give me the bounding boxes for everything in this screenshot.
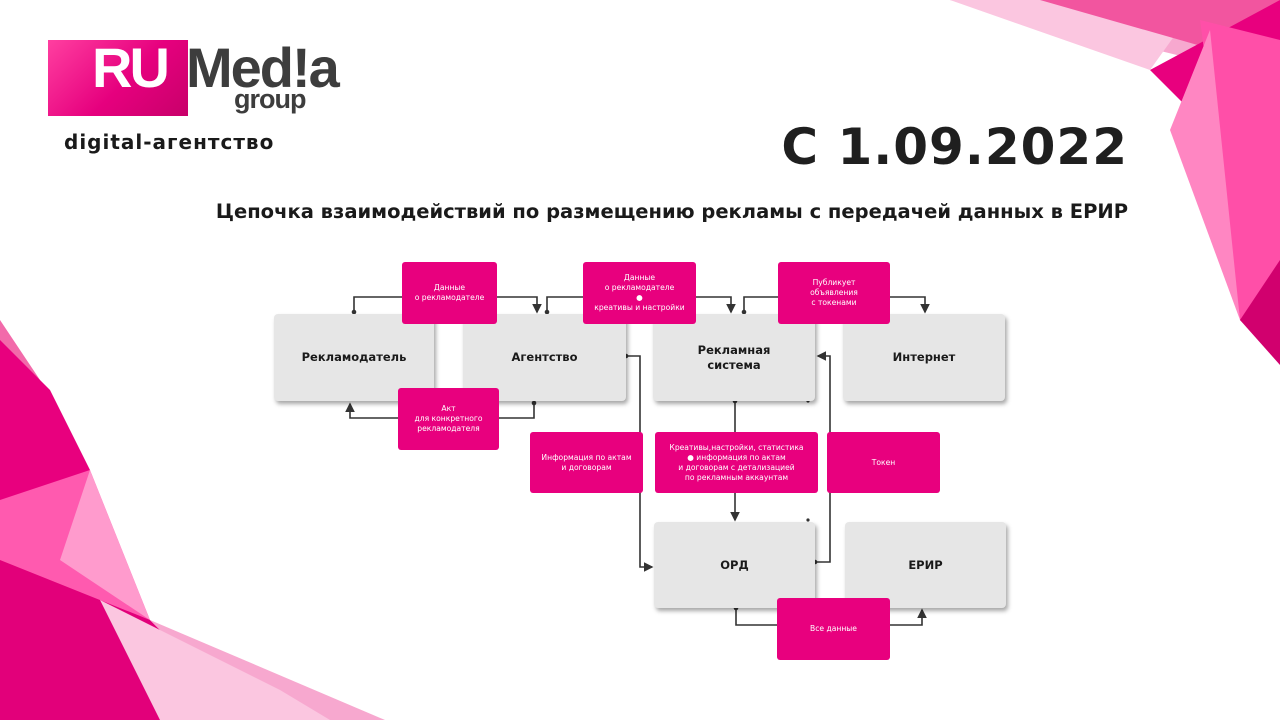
tagline: digital-агентство bbox=[64, 130, 275, 154]
logo-ru-text: RU bbox=[92, 36, 170, 99]
label-advertiser-data: Данные о рекламодателе bbox=[402, 262, 497, 324]
label-act: Акт для конкретного рекламодателя bbox=[398, 388, 499, 450]
node-erir: ЕРИР bbox=[845, 522, 1006, 608]
logo-media-text: Med!a bbox=[186, 36, 340, 99]
top-right-decoration bbox=[950, 0, 1280, 365]
label-all-data: Все данные bbox=[777, 598, 890, 660]
logo-pink-block bbox=[48, 40, 188, 116]
node-agency: Агентство bbox=[463, 314, 626, 401]
node-ord: ОРД bbox=[654, 522, 815, 608]
label-acts-contracts-info: Информация по актам и договорам bbox=[530, 432, 643, 493]
label-publishes-ads: Публикует объявления с токенами bbox=[778, 262, 890, 324]
node-ad-system: Рекламная система bbox=[653, 314, 815, 401]
company-logo: RU Med!a group bbox=[48, 36, 378, 120]
node-advertiser: Рекламодатель bbox=[274, 314, 434, 401]
node-internet: Интернет bbox=[843, 314, 1005, 401]
label-creatives-stats: Креативы,настройки, статистика ● информа… bbox=[655, 432, 818, 493]
date-title: С 1.09.2022 bbox=[781, 118, 1128, 176]
bottom-left-decoration bbox=[0, 320, 385, 720]
label-token: Токен bbox=[827, 432, 940, 493]
chain-title: Цепочка взаимодействий по размещению рек… bbox=[215, 200, 1128, 223]
label-advertiser-data-creatives: Данные о рекламодателе ● креативы и наст… bbox=[583, 262, 696, 324]
logo-group-text: group bbox=[234, 84, 306, 114]
